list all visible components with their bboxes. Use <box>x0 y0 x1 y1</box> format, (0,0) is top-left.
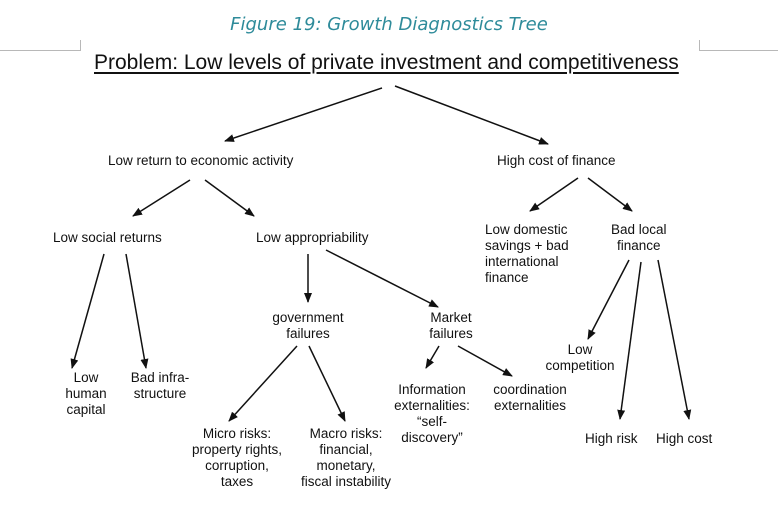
node-bad-infrastructure: Bad infra- structure <box>130 370 190 401</box>
node-low-appropriability: Low appropriability <box>256 230 369 245</box>
page-corner-mark-left <box>0 40 81 51</box>
node-low-human-capital: Low human capital <box>65 370 107 417</box>
node-information-externalities: Information externalities: “self- discov… <box>394 382 470 445</box>
arrow-government-to-micro <box>228 345 298 422</box>
arrow-market-to-information <box>425 345 440 369</box>
arrow-appropriability-to-market <box>325 249 439 308</box>
node-bad-local-finance: Bad local finance <box>611 222 667 253</box>
arrow-low-social-to-infrastructure <box>125 253 149 369</box>
node-macro-risks: Macro risks: financial, monetary, fiscal… <box>300 426 392 489</box>
figure-caption: Figure 19: Growth Diagnostics Tree <box>230 14 548 35</box>
arrow-bad-local-to-high-cost <box>657 259 692 420</box>
node-low-domestic-savings: Low domestic savings + bad international… <box>485 222 569 285</box>
arrow-bad-local-to-high-risk <box>617 261 642 420</box>
arrow-low-return-to-low-social <box>132 179 191 217</box>
node-low-social-returns: Low social returns <box>53 230 162 245</box>
arrow-market-to-coordination <box>457 345 513 377</box>
arrow-problem-to-low-return <box>224 87 383 142</box>
node-coordination-externalities: coordination externalities <box>493 382 567 413</box>
arrow-problem-to-high-cost-finance <box>394 85 549 145</box>
node-micro-risks: Micro risks: property rights, corruption… <box>191 426 283 489</box>
arrow-low-return-to-low-appropriability <box>204 179 255 217</box>
node-high-risk: High risk <box>585 431 638 446</box>
node-government-failures: government failures <box>272 310 344 341</box>
node-low-competition: Low competition <box>545 342 615 373</box>
arrow-government-to-macro <box>308 345 346 422</box>
arrow-low-social-to-human-capital <box>70 253 105 369</box>
node-market-failures: Market failures <box>429 310 473 341</box>
node-high-cost-finance: High cost of finance <box>497 153 616 168</box>
arrow-high-cost-to-low-domestic <box>529 177 579 212</box>
arrow-bad-local-to-competition <box>587 259 630 340</box>
arrow-high-cost-to-bad-local <box>587 177 633 212</box>
node-high-cost: High cost <box>656 431 713 446</box>
page-corner-mark-right <box>699 40 778 51</box>
diagram-title: Problem: Low levels of private investmen… <box>94 51 679 74</box>
node-low-return: Low return to economic activity <box>108 153 294 168</box>
